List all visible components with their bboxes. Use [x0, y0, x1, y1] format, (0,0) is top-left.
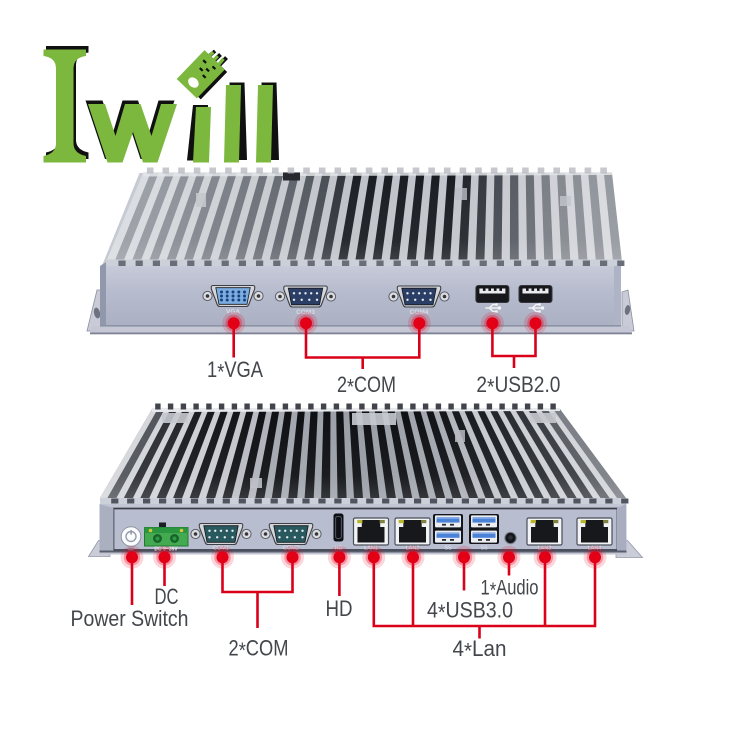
svg-text:HD: HD — [326, 596, 353, 621]
svg-text:SS: SS — [444, 546, 452, 552]
svg-text:COM2: COM2 — [283, 546, 299, 552]
svg-text:LAN3: LAN3 — [538, 546, 552, 552]
svg-text:COM3: COM3 — [296, 309, 315, 316]
svg-text:Power Switch: Power Switch — [71, 606, 189, 631]
svg-text:2*​COM: 2*​COM — [229, 636, 289, 664]
svg-text:2*​COM: 2*​COM — [337, 372, 396, 400]
svg-text:COM4: COM4 — [410, 309, 429, 316]
svg-text:4*​USB3.0: 4*​USB3.0 — [427, 598, 513, 626]
svg-text:4*​Lan: 4*​Lan — [453, 636, 507, 664]
svg-text:LAN4: LAN4 — [588, 546, 602, 552]
svg-text:LAN2: LAN2 — [406, 546, 420, 552]
svg-text:VGA: VGA — [226, 309, 240, 316]
svg-text:1*​Audio: 1*​Audio — [481, 577, 539, 603]
svg-text:DC: DC — [155, 584, 179, 609]
svg-text:SS: SS — [480, 546, 488, 552]
svg-text:LAN1: LAN1 — [364, 546, 378, 552]
svg-text:2*​USB2.0: 2*​USB2.0 — [476, 372, 560, 400]
svg-text:COM1: COM1 — [213, 546, 229, 552]
svg-text:DC 9~36V: DC 9~36V — [154, 547, 178, 553]
svg-text:HD: HD — [335, 546, 343, 552]
svg-text:1*​VGA: 1*​VGA — [207, 357, 263, 385]
